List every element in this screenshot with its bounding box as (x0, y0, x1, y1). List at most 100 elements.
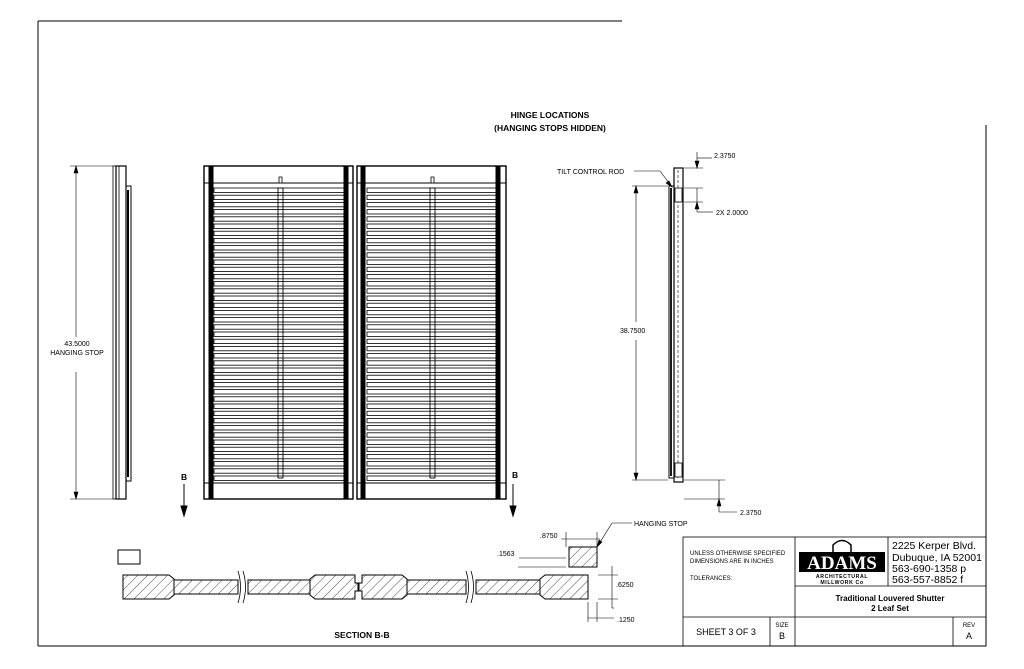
louver-slat (213, 468, 345, 474)
left-side-view (112, 165, 132, 500)
section-marker-left: B (181, 472, 187, 482)
tolerances-label: TOLERANCES: (690, 576, 733, 582)
louver-slat (366, 338, 497, 345)
sheet-number: SHEET 3 OF 3 (696, 627, 756, 637)
louver-slat (213, 432, 345, 438)
louver-slat (213, 201, 345, 208)
shutter-leaf-left (203, 165, 354, 500)
louver-slat (366, 230, 497, 236)
louver-slat (213, 417, 345, 424)
louver-slat (366, 461, 497, 467)
louver-slat (213, 360, 345, 366)
louver-slat (213, 266, 345, 273)
louver-slat (366, 446, 497, 453)
louver-slat (213, 374, 345, 381)
louver-slat (213, 381, 345, 388)
logo-sub2: MILLWORK Co (820, 580, 863, 586)
view-title-line2: (HANGING STOPS HIDDEN) (494, 123, 606, 133)
louver-slat (213, 252, 345, 258)
section-marker-right: B (512, 470, 518, 480)
dim-hinge: 2X 2.0000 (716, 210, 748, 217)
hanging-stop-label: HANGING STOP (634, 521, 688, 528)
louver-slat (213, 281, 345, 287)
front-view (203, 165, 507, 500)
size-label: SIZE (775, 623, 788, 629)
section-view (117, 546, 598, 604)
louver-slat (366, 309, 497, 316)
louver-slat (366, 302, 497, 309)
louver-slat (213, 302, 345, 309)
notes-line1: UNLESS OTHERWISE SPECIFIED (690, 551, 786, 557)
louver-slat (213, 389, 345, 395)
louver-slat (366, 209, 497, 215)
louver-slat (366, 374, 497, 381)
louver-slat (366, 317, 497, 323)
address-line2: Dubuque, IA 52001 (892, 552, 982, 564)
louver-slat (366, 403, 497, 409)
louver-slat (213, 223, 345, 229)
louver-slat (366, 252, 497, 258)
product-line1: Traditional Louvered Shutter (836, 594, 945, 603)
louver-slat (213, 403, 345, 409)
louver-slat (366, 201, 497, 208)
louver-slat (366, 223, 497, 229)
louver-slat (366, 389, 497, 395)
view-title-line1: HINGE LOCATIONS (511, 110, 590, 120)
louver-slat (366, 367, 497, 373)
phone: 563-690-1358 p (892, 563, 966, 575)
louvers-left (213, 187, 345, 481)
louver-slat (366, 259, 497, 265)
louver-slat (213, 187, 345, 193)
louver-slat (366, 396, 497, 402)
rev-label: REV (963, 623, 975, 629)
section-cut-marker-right (509, 484, 517, 518)
louver-slat (213, 259, 345, 265)
louver-slat (366, 381, 497, 388)
louver-slat (213, 309, 345, 316)
right-side-view (668, 167, 684, 483)
section-cut-marker-left (180, 484, 188, 518)
section-dimensions (518, 522, 632, 622)
title-block (682, 536, 987, 647)
dim-top: 2.3750 (714, 153, 736, 160)
louver-slat (366, 453, 497, 460)
louver-slat (213, 237, 345, 244)
louver-slat (366, 417, 497, 424)
size-value: B (779, 631, 785, 641)
left-dim-label: HANGING STOP (50, 350, 104, 357)
louver-slat (213, 324, 345, 330)
louver-slat (366, 345, 497, 352)
louver-slat (366, 288, 497, 294)
tilt-rod-label: TILT CONTROL ROD (557, 169, 624, 176)
louver-slat (366, 468, 497, 474)
louver-slat (213, 273, 345, 280)
left-dimension (70, 164, 113, 501)
louver-slat (366, 281, 497, 287)
louver-slat (366, 432, 497, 438)
dim-bottom: 2.3750 (740, 510, 762, 517)
louver-slat (366, 295, 497, 301)
louver-slat (213, 230, 345, 236)
fax: 563-557-8852 f (892, 574, 963, 586)
louver-slat (213, 245, 345, 251)
louvers-right (366, 187, 497, 481)
dim-8750: .8750 (540, 533, 558, 540)
louver-slat (213, 209, 345, 215)
louver-slat (213, 345, 345, 352)
louver-slat (366, 324, 497, 330)
rev-value: A (966, 631, 972, 641)
louver-slat (366, 410, 497, 417)
louver-slat (213, 439, 345, 445)
louver-slat (213, 353, 345, 359)
louver-slat (366, 273, 497, 280)
louver-slat (366, 187, 497, 193)
louver-slat (366, 216, 497, 222)
louver-slat (213, 446, 345, 453)
louver-slat (213, 194, 345, 200)
louver-slat (213, 453, 345, 460)
louver-slat (213, 216, 345, 222)
louver-slat (366, 475, 497, 481)
notes-line2: DIMENSIONS ARE IN INCHES (690, 559, 774, 565)
address-line1: 2225 Kerper Blvd. (892, 540, 976, 552)
